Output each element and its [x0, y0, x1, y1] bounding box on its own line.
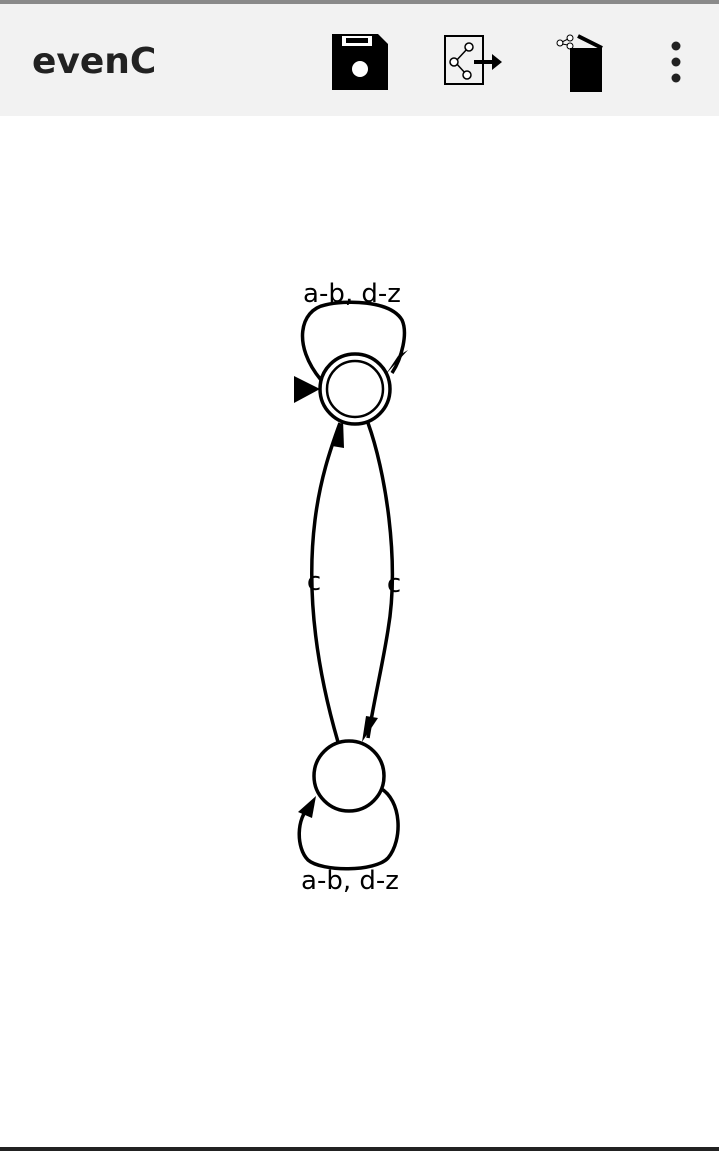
export-button[interactable] [438, 28, 508, 96]
state-q0[interactable] [318, 352, 392, 426]
transition-self-loop-q1-arrow [298, 796, 316, 818]
transition-q0-to-q1-arrow [362, 716, 378, 742]
transition-label-q0-self: a-b, d-z [303, 279, 401, 309]
transition-self-loop-q1[interactable] [297, 786, 400, 871]
bottom-divider [0, 1147, 719, 1151]
transition-q0-to-q1[interactable] [366, 422, 395, 739]
clear-canvas-icon [556, 34, 603, 92]
transition-self-loop-q0[interactable] [300, 300, 407, 382]
more-vert-icon [671, 41, 681, 83]
transition-self-loop-q0-arrow [386, 350, 408, 374]
export-graph-icon [444, 35, 502, 85]
clear-canvas-button[interactable] [550, 28, 610, 96]
transition-q1-to-q0[interactable] [310, 422, 342, 743]
transition-label-q1-to-q0: c [307, 567, 321, 597]
initial-state-arrow [294, 376, 320, 403]
status-divider [0, 0, 719, 4]
transition-label-q0-to-q1: c [387, 569, 401, 599]
automaton-diagram: a-b, d-z c c a-b, d-z [294, 279, 408, 896]
more-options-button[interactable] [658, 34, 694, 90]
automaton-canvas[interactable]: a-b, d-z c c a-b, d-z [0, 116, 719, 1146]
transition-q1-to-q0-arrow [332, 419, 344, 448]
transition-label-q1-self: a-b, d-z [301, 866, 399, 896]
save-icon [332, 34, 388, 90]
save-button[interactable] [326, 28, 394, 96]
state-q1[interactable] [312, 739, 386, 813]
app-bar: evenC [0, 4, 719, 116]
page-title: evenC [32, 41, 157, 82]
